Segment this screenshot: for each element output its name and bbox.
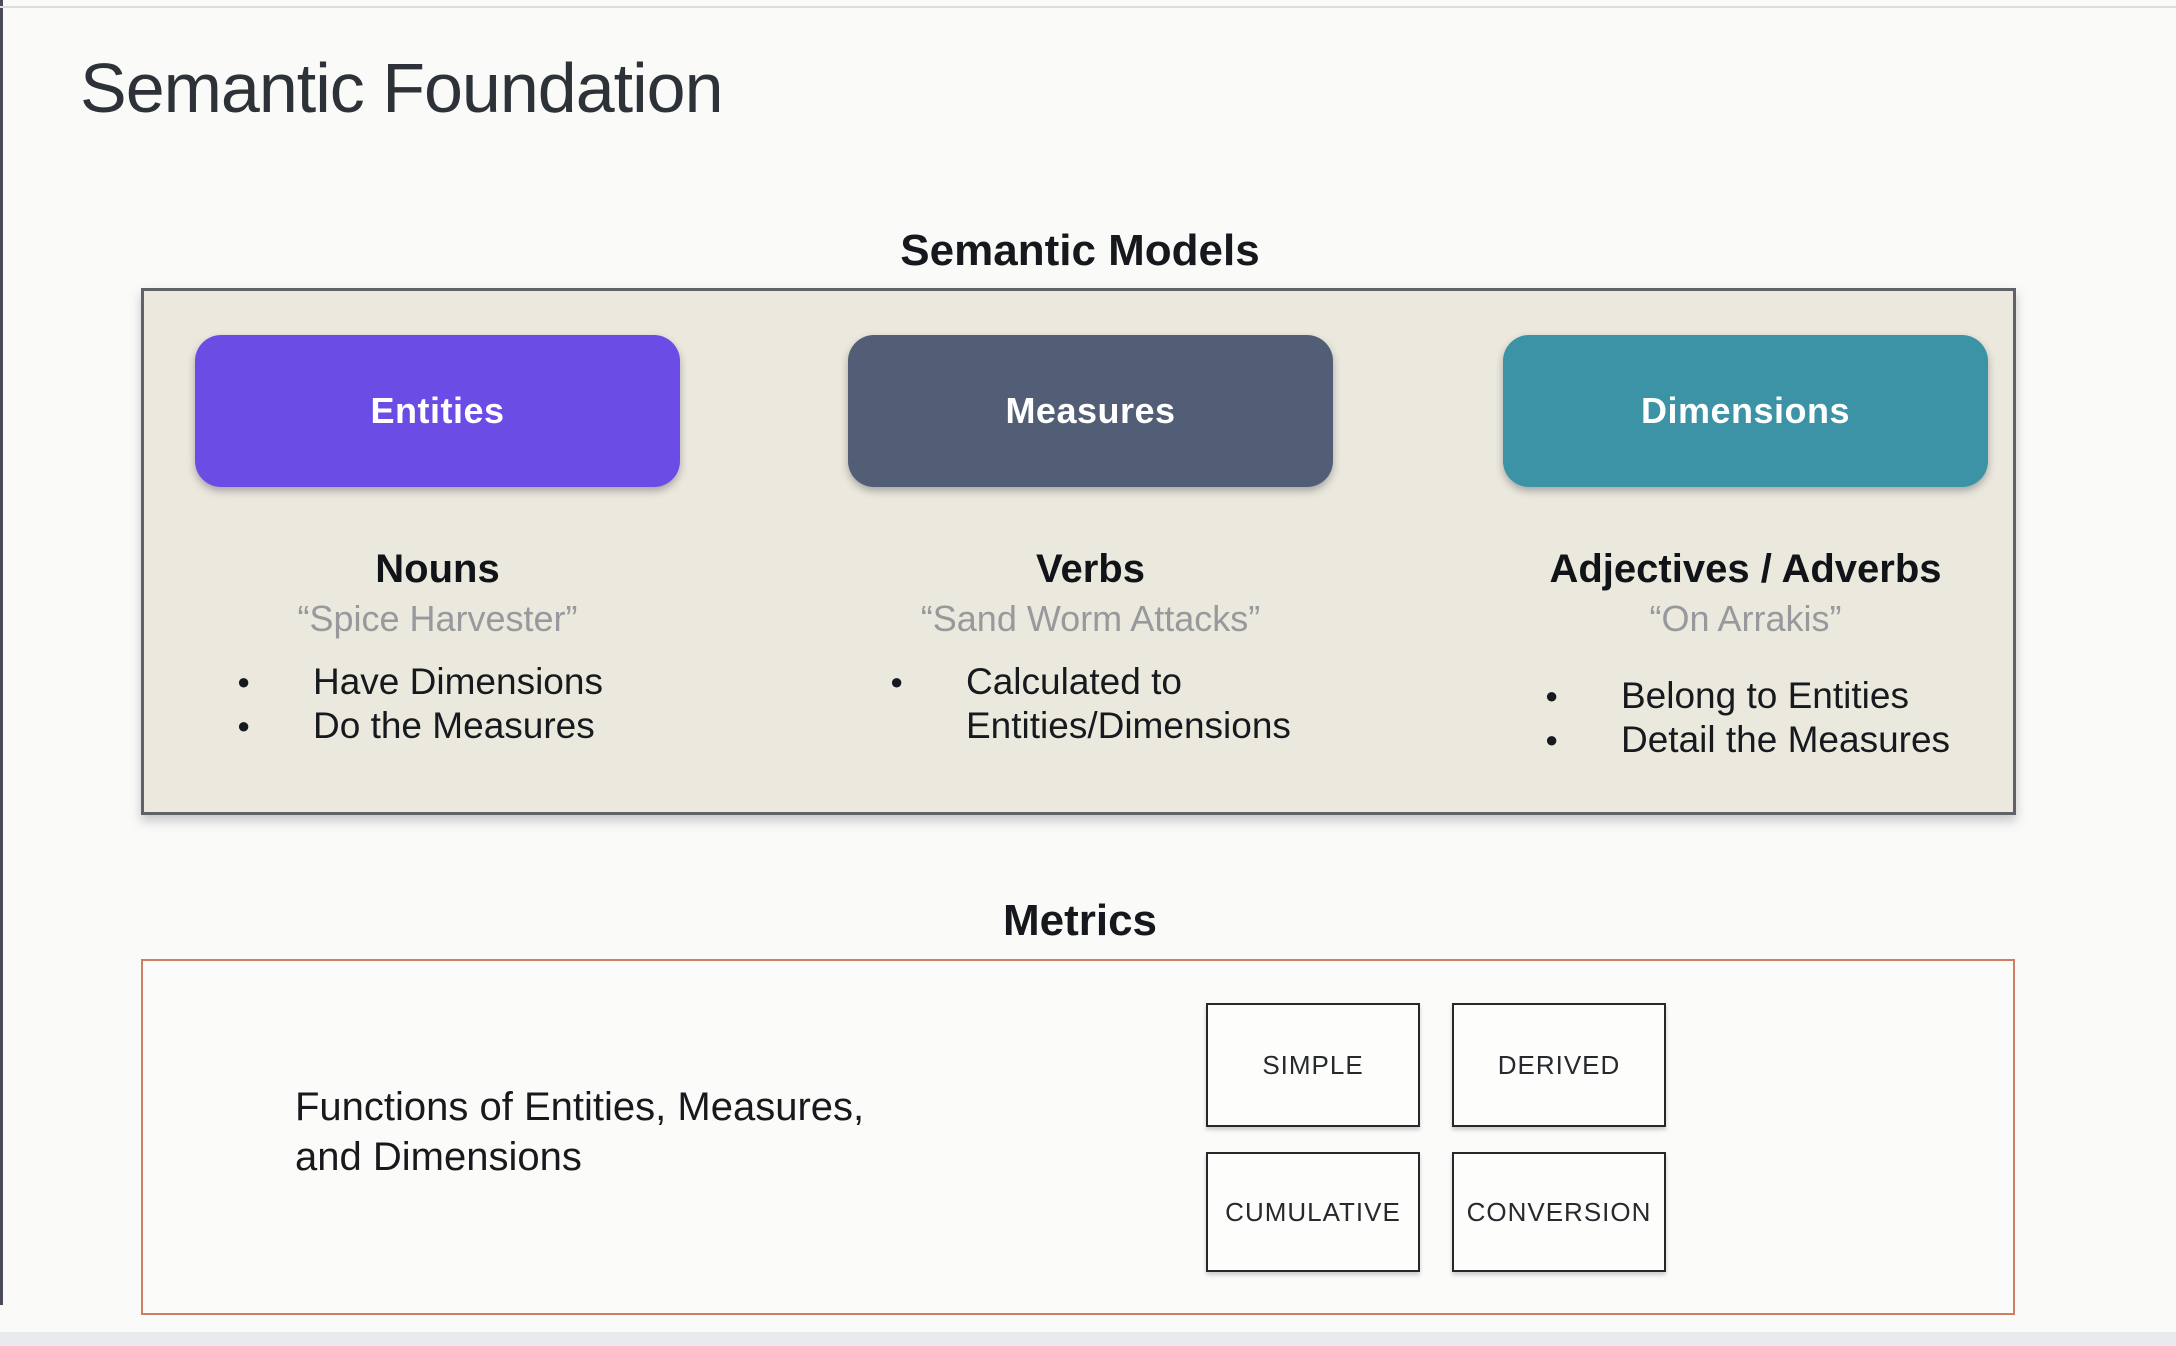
screen-left-edge-line <box>0 0 3 1305</box>
measures-quote: “Sand Worm Attacks” <box>920 598 1261 639</box>
metric-type-derived: DERIVED <box>1452 1003 1666 1127</box>
measures-role-heading: Verbs <box>1036 547 1145 591</box>
semantic-models-heading: Semantic Models <box>900 226 1260 275</box>
bullet-text: Have Dimensions <box>313 661 603 702</box>
bullet-text: Detail the Measures <box>1621 719 1951 760</box>
measures-pill: Measures <box>848 335 1333 487</box>
bullet-text: Calculated to Entities/Dimensions <box>966 661 1291 746</box>
metrics-description-line: and Dimensions <box>295 1135 582 1179</box>
entities-pill: Entities <box>195 335 680 487</box>
entities-quote: “Spice Harvester” <box>297 598 578 639</box>
dimensions-pill: Dimensions <box>1503 335 1988 487</box>
bullet-item: ● Detail the Measures <box>1545 718 2018 762</box>
entities-bullet-list: ● Have Dimensions ● Do the Measures <box>165 660 710 748</box>
dimensions-column: Dimensions Adjectives / Adverbs “On Arra… <box>1473 0 2018 1346</box>
slide-title: Semantic Foundation <box>80 49 724 127</box>
metric-type-conversion: CONVERSION <box>1452 1152 1666 1272</box>
bullet-item: ● Calculated to Entities/Dimensions <box>890 660 1363 748</box>
bullet-text: Do the Measures <box>313 705 595 746</box>
bullet-item: ● Do the Measures <box>237 704 710 748</box>
entities-column: Entities Nouns “Spice Harvester” ● Have … <box>165 0 710 1346</box>
metrics-heading: Metrics <box>1002 896 1158 945</box>
dimensions-role-heading: Adjectives / Adverbs <box>1549 547 1942 591</box>
metric-type-simple: SIMPLE <box>1206 1003 1420 1127</box>
bullet-dot-icon: ● <box>237 713 251 738</box>
bullet-item: ● Have Dimensions <box>237 660 710 704</box>
metric-type-cumulative: CUMULATIVE <box>1206 1152 1420 1272</box>
metrics-panel <box>141 959 2015 1315</box>
metrics-description: Functions of Entities, Measures, and Dim… <box>295 1082 864 1182</box>
screen-bottom-edge-strip <box>0 1332 2176 1346</box>
bullet-item: ● Belong to Entities <box>1545 674 2018 718</box>
bullet-dot-icon: ● <box>1545 727 1559 752</box>
bullet-text: Belong to Entities <box>1621 675 1909 716</box>
bullet-dot-icon: ● <box>237 669 251 694</box>
entities-role-heading: Nouns <box>375 547 500 591</box>
bullet-dot-icon: ● <box>1545 683 1559 708</box>
measures-bullet-list: ● Calculated to Entities/Dimensions <box>818 660 1363 748</box>
dimensions-quote: “On Arrakis” <box>1649 598 1842 639</box>
measures-column: Measures Verbs “Sand Worm Attacks” ● Cal… <box>818 0 1363 1346</box>
metrics-description-line: Functions of Entities, Measures, <box>295 1085 865 1129</box>
screen-top-edge-line <box>0 6 2176 8</box>
dimensions-bullet-list: ● Belong to Entities ● Detail the Measur… <box>1473 674 2018 762</box>
bullet-dot-icon: ● <box>890 669 904 694</box>
